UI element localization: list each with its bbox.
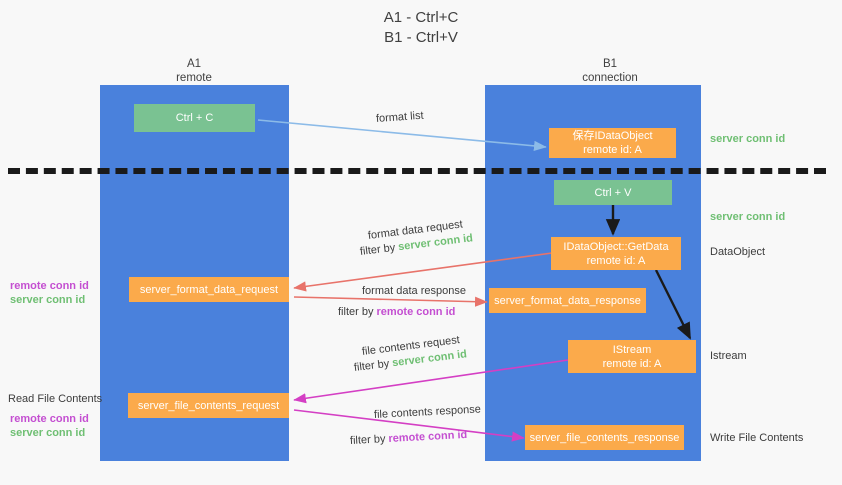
- label-file-contents-response-filter-prefix: filter by: [349, 432, 389, 447]
- arrow-getdata-to-istream: [654, 269, 692, 340]
- arrow-file-contents-request: [293, 359, 569, 404]
- side-label-server-conn-id-1: server conn id: [10, 294, 86, 306]
- side-label-write-file-contents: Write File Contents: [710, 432, 804, 444]
- node-ctrl-c-label: Ctrl + C: [175, 112, 214, 124]
- node-save-idataobject[interactable]: 保存IDataObject remote id: A: [549, 128, 676, 158]
- node-getdata-line2: remote id: A: [586, 254, 646, 267]
- node-server-file-contents-response[interactable]: server_file_contents_response: [525, 425, 684, 450]
- node-istream-line1: IStream: [612, 343, 652, 356]
- column-header-a1: A1 remote: [124, 57, 264, 85]
- node-getdata[interactable]: IDataObject::GetData remote id: A: [551, 237, 681, 270]
- column-b1-name: B1: [602, 58, 618, 70]
- arrow-format-data-response: [293, 296, 488, 307]
- side-label-remote-conn-id-1: remote conn id: [10, 280, 89, 292]
- node-ctrl-v-label: Ctrl + V: [594, 186, 632, 199]
- diagram-title: A1 - Ctrl+C B1 - Ctrl+V: [0, 8, 842, 48]
- column-a1-role: remote: [176, 72, 212, 84]
- node-server-file-contents-response-label: server_file_contents_response: [529, 431, 680, 444]
- node-save-idataobject-line2: remote id: A: [583, 144, 642, 156]
- side-label-istream: Istream: [710, 350, 747, 362]
- node-ctrl-c[interactable]: Ctrl + C: [134, 104, 255, 132]
- node-server-format-data-request[interactable]: server_format_data_request: [129, 277, 289, 302]
- node-server-format-data-request-label: server_format_data_request: [139, 283, 279, 296]
- label-format-data-response-filter-prefix: filter by: [338, 306, 377, 318]
- side-label-server-conn-id-mid: server conn id: [710, 211, 786, 223]
- node-server-format-data-response-label: server_format_data_response: [494, 294, 641, 307]
- node-istream[interactable]: IStream remote id: A: [568, 340, 696, 373]
- node-istream-line2: remote id: A: [602, 357, 662, 370]
- node-server-file-contents-request[interactable]: server_file_contents_request: [128, 393, 289, 418]
- side-label-remote-conn-id-2: remote conn id: [10, 413, 89, 425]
- side-label-read-file-contents: Read File Contents: [8, 393, 103, 405]
- side-label-dataobject: DataObject: [710, 246, 766, 258]
- node-save-idataobject-line1: 保存IDataObject: [572, 130, 653, 142]
- side-label-server-conn-id-top: server conn id: [710, 133, 786, 145]
- column-b1-role: connection: [582, 72, 638, 84]
- label-format-data-response-filter-value: remote conn id: [376, 306, 456, 318]
- side-label-server-conn-id-2: server conn id: [10, 427, 86, 439]
- arrow-format-data-request: [293, 252, 553, 292]
- label-format-data-response: format data response: [362, 285, 466, 297]
- title-line-1: A1 - Ctrl+C: [383, 9, 459, 26]
- arrow-file-contents-response: [293, 409, 525, 442]
- node-server-file-contents-request-label: server_file_contents_request: [137, 399, 280, 412]
- node-server-format-data-response[interactable]: server_format_data_response: [489, 288, 646, 313]
- column-a1-name: A1: [186, 58, 202, 70]
- label-format-data-response-filter: filter by remote conn id: [338, 305, 455, 319]
- title-line-2: B1 - Ctrl+V: [384, 29, 458, 46]
- column-header-b1: B1 connection: [540, 57, 680, 85]
- clipboard-boundary-divider: [8, 168, 826, 174]
- node-getdata-line1: IDataObject::GetData: [563, 240, 669, 253]
- arrow-format-list: [257, 119, 547, 151]
- node-ctrl-v[interactable]: Ctrl + V: [554, 180, 672, 205]
